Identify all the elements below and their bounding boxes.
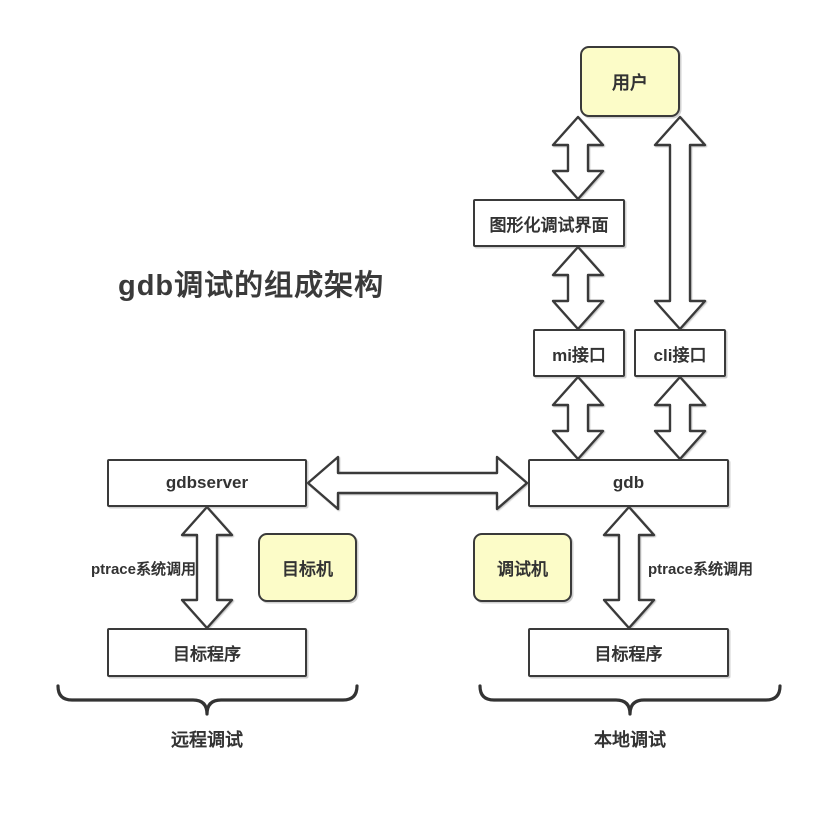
double-arrow-gui-mi: [551, 245, 605, 331]
double-arrow-gdb-targetprogram: [602, 505, 656, 630]
node-target-program-local: 目标程序: [528, 628, 729, 677]
diagram-title: gdb调试的组成架构: [118, 270, 385, 302]
remote-group-label: 远程调试: [171, 730, 243, 750]
node-target-program-remote: 目标程序: [107, 628, 307, 677]
node-mi-label: mi接口: [552, 345, 606, 365]
local-group-brace: [478, 684, 782, 716]
node-gdb-label: gdb: [612, 473, 645, 492]
node-target-program-local-label: 目标程序: [594, 645, 663, 664]
node-mi-interface: mi接口: [533, 329, 625, 377]
double-arrow-mi-gdb: [551, 375, 605, 461]
double-arrow-cli-gdb: [653, 375, 707, 461]
double-arrow-user-cli: [653, 115, 707, 331]
node-gdbserver-label: gdbserver: [165, 473, 249, 492]
node-debug-machine: 调试机: [473, 533, 572, 602]
node-target-program-remote-label: 目标程序: [173, 645, 241, 664]
ptrace-label-right: ptrace系统调用: [648, 561, 754, 578]
node-target-machine-label: 目标机: [282, 560, 333, 579]
node-debug-machine-label: 调试机: [497, 560, 548, 579]
node-gdbserver: gdbserver: [107, 459, 307, 507]
node-target-machine: 目标机: [258, 533, 357, 602]
local-group-label: 本地调试: [594, 730, 666, 750]
node-user: 用户: [580, 46, 680, 117]
node-cli-interface: cli接口: [634, 329, 726, 377]
double-arrow-gdbserver-gdb: [306, 455, 529, 511]
node-gui-label: 图形化调试界面: [489, 215, 609, 235]
node-cli-label: cli接口: [653, 345, 707, 365]
node-user-label: 用户: [612, 72, 648, 93]
ptrace-label-left: ptrace系统调用: [90, 561, 196, 578]
double-arrow-user-gui: [551, 115, 605, 201]
node-gui-debug-interface: 图形化调试界面: [473, 199, 625, 247]
node-gdb: gdb: [528, 459, 729, 507]
remote-group-brace: [56, 684, 359, 716]
